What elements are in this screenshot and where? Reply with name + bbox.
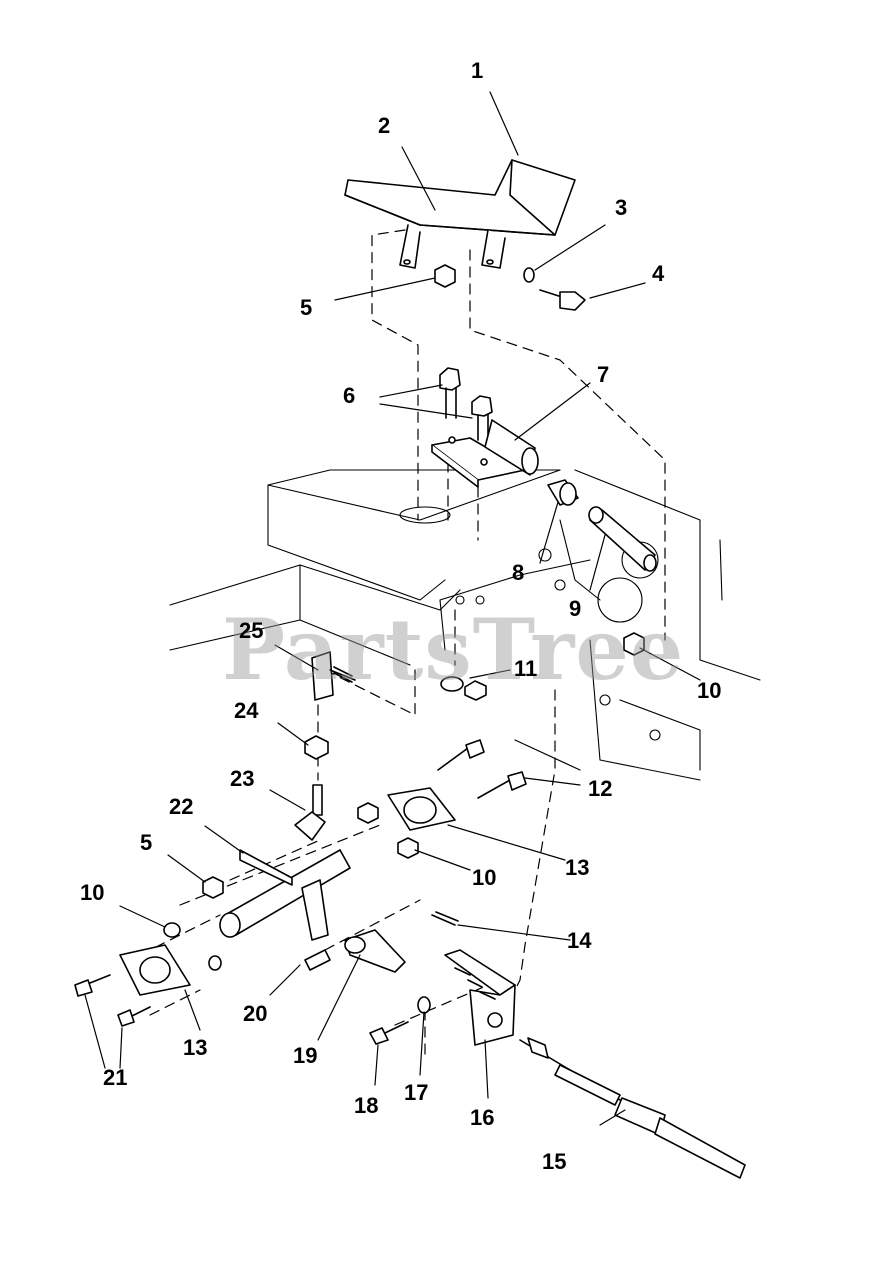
bolts-part-21 <box>74 974 151 1027</box>
clevis-part-19 <box>344 929 406 973</box>
eyebolt-part-23 <box>294 784 326 841</box>
callout-16: 16 <box>470 1105 495 1130</box>
spacer-part-8 <box>547 479 579 506</box>
callout-20: 20 <box>243 1001 268 1026</box>
nut-part-10-mid <box>397 837 419 859</box>
bolts-part-6 <box>439 367 493 441</box>
shaft-part-22 <box>219 849 351 941</box>
pedal-assembly <box>344 159 576 269</box>
eyebolt-part-25 <box>311 651 356 701</box>
callout-19: 19 <box>293 1043 318 1068</box>
callout-11: 11 <box>514 656 538 681</box>
cotter-part-14 <box>431 911 459 926</box>
callout-15: 15 <box>542 1149 567 1174</box>
bearing-part-13-left <box>119 944 191 996</box>
callout-10-right: 10 <box>697 678 722 703</box>
callout-8: 8 <box>512 560 525 585</box>
callout-23: 23 <box>230 766 255 791</box>
nut-part-10-right <box>623 632 645 656</box>
callout-4: 4 <box>652 261 665 286</box>
bracket-part-16 <box>444 949 516 1046</box>
callout-22: 22 <box>169 794 194 819</box>
callout-3: 3 <box>615 195 628 220</box>
bearing-part-13-right <box>387 787 456 831</box>
frame-outline <box>169 469 761 781</box>
nuts-part-11 <box>440 676 487 701</box>
nut-part-24 <box>304 735 329 760</box>
bracket-part-7 <box>431 419 539 488</box>
callout-12: 12 <box>588 776 613 801</box>
callout-1: 1 <box>471 58 484 83</box>
washer-part-10-left <box>163 922 181 938</box>
callout-10-left: 10 <box>80 880 105 905</box>
callout-17: 17 <box>404 1080 429 1105</box>
callout-2: 2 <box>378 113 391 138</box>
washer-part-3 <box>523 267 535 283</box>
callout-10-mid: 10 <box>472 865 497 890</box>
roller-part-9 <box>588 506 657 572</box>
pin-part-20 <box>304 949 331 971</box>
washer-part-17 <box>417 996 431 1014</box>
washer-left-small <box>208 955 222 971</box>
bolt-part-18 <box>369 1021 409 1045</box>
callout-5-top: 5 <box>300 295 313 320</box>
label-leaders <box>84 91 701 1126</box>
bolts-part-12 <box>437 739 527 799</box>
nut-part-5-top <box>434 264 456 288</box>
callout-18: 18 <box>354 1093 379 1118</box>
callout-13-left: 13 <box>183 1035 208 1060</box>
nut-part-5-mid <box>357 802 379 824</box>
nut-part-5-left <box>202 876 224 899</box>
bolt-part-4 <box>539 289 586 311</box>
callout-9: 9 <box>569 596 582 621</box>
cable-part-15 <box>519 1037 746 1179</box>
callout-6: 6 <box>343 383 356 408</box>
callout-25: 25 <box>239 618 264 643</box>
callout-7: 7 <box>597 362 610 387</box>
callout-5-left: 5 <box>140 830 153 855</box>
callout-24: 24 <box>234 698 259 723</box>
callout-21: 21 <box>103 1065 128 1090</box>
callout-14: 14 <box>567 928 592 953</box>
callout-13-right: 13 <box>565 855 590 880</box>
